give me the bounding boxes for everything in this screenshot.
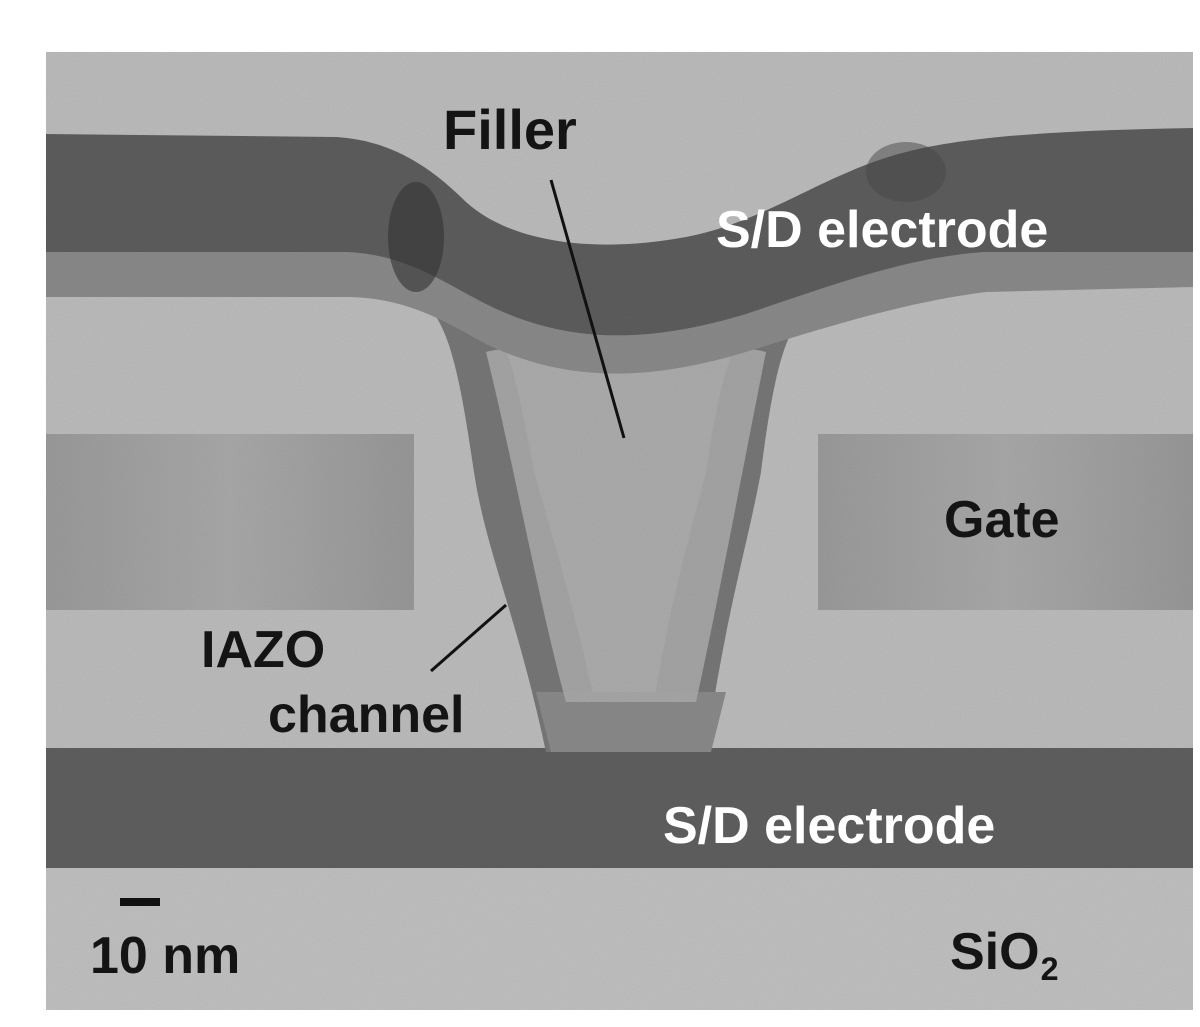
tem-micrograph: Filler S/D electrode Gate IAZO channel S… (46, 52, 1193, 1010)
filler-label: Filler (443, 98, 577, 161)
sio2-substrate (46, 867, 1193, 1010)
channel-label-line2: channel (268, 686, 465, 744)
channel-bottom (536, 692, 726, 752)
filler-region (486, 344, 766, 702)
filler-leader-line (549, 179, 626, 439)
bottom-electrode-label: S/D electrode (663, 797, 996, 855)
electrode-grain (388, 182, 444, 292)
gate-left (46, 434, 414, 610)
device-cross-section (46, 52, 1193, 1010)
gate-right (818, 434, 1193, 610)
scale-bar (120, 898, 160, 906)
substrate-label-text: SiO (950, 923, 1040, 981)
bottom-sd-electrode (46, 748, 1193, 868)
scale-bar-label: 10 nm (90, 927, 241, 985)
channel-label-line1: IAZO (201, 621, 326, 679)
substrate-label-subscript: 2 (1040, 951, 1059, 988)
electrode-grain (866, 142, 946, 202)
gate-label: Gate (944, 491, 1060, 549)
top-electrode-label: S/D electrode (716, 201, 1049, 259)
substrate-label: SiO2 (950, 923, 1059, 985)
liner-layer (46, 247, 1193, 374)
channel-leader-line (430, 603, 507, 673)
